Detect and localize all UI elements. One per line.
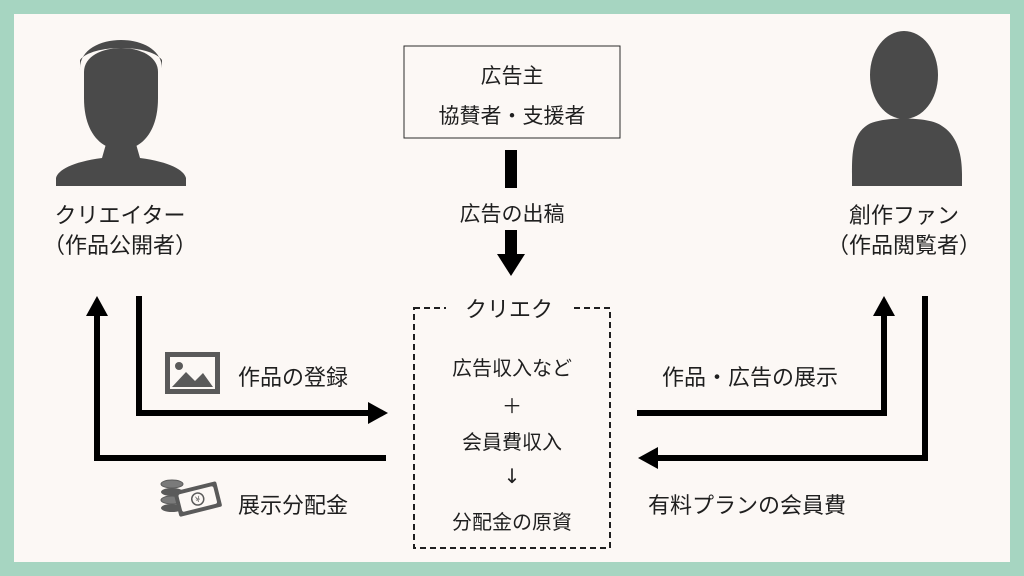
platform-line2: 会員費収入 <box>462 430 562 454</box>
ad-placement-arrow <box>497 150 525 276</box>
platform-line3: 分配金の原資 <box>452 510 572 534</box>
image-icon <box>165 352 220 394</box>
money-stack-yen-icon: ¥ <box>160 479 222 517</box>
fan-sublabel: （作品閲覧者） <box>826 234 981 259</box>
distribution-label: 展示分配金 <box>238 494 349 519</box>
fan-person-icon <box>852 31 962 186</box>
work-registration-arrow <box>136 296 388 424</box>
advertiser-box <box>403 45 621 139</box>
platform-line1: 広告収入など <box>452 356 572 380</box>
creator-label: クリエイター <box>54 204 186 229</box>
advertiser-line1: 広告主 <box>480 64 544 88</box>
work-registration-label: 作品の登録 <box>238 366 349 391</box>
display-label: 作品・広告の展示 <box>662 366 839 391</box>
creator-person-icon <box>56 40 186 186</box>
display-arrow <box>637 296 895 416</box>
fan-label: 創作ファン <box>848 204 959 229</box>
platform-plus: ＋ <box>502 394 522 418</box>
membership-fee-arrow <box>638 296 928 469</box>
advertiser-line2: 協賛者・支援者 <box>438 104 586 128</box>
platform-title-backdrop <box>446 292 572 318</box>
membership-fee-label: 有料プランの会員費 <box>648 494 847 519</box>
distribution-arrow <box>86 296 386 461</box>
ad-placement-label: 広告の出稿 <box>459 202 565 226</box>
platform-box <box>413 307 611 549</box>
svg-text:¥: ¥ <box>194 495 201 505</box>
platform-arrow: ↓ <box>503 464 521 488</box>
platform-name: クリエク <box>464 298 553 323</box>
creator-sublabel: （作品公開者） <box>42 234 197 259</box>
